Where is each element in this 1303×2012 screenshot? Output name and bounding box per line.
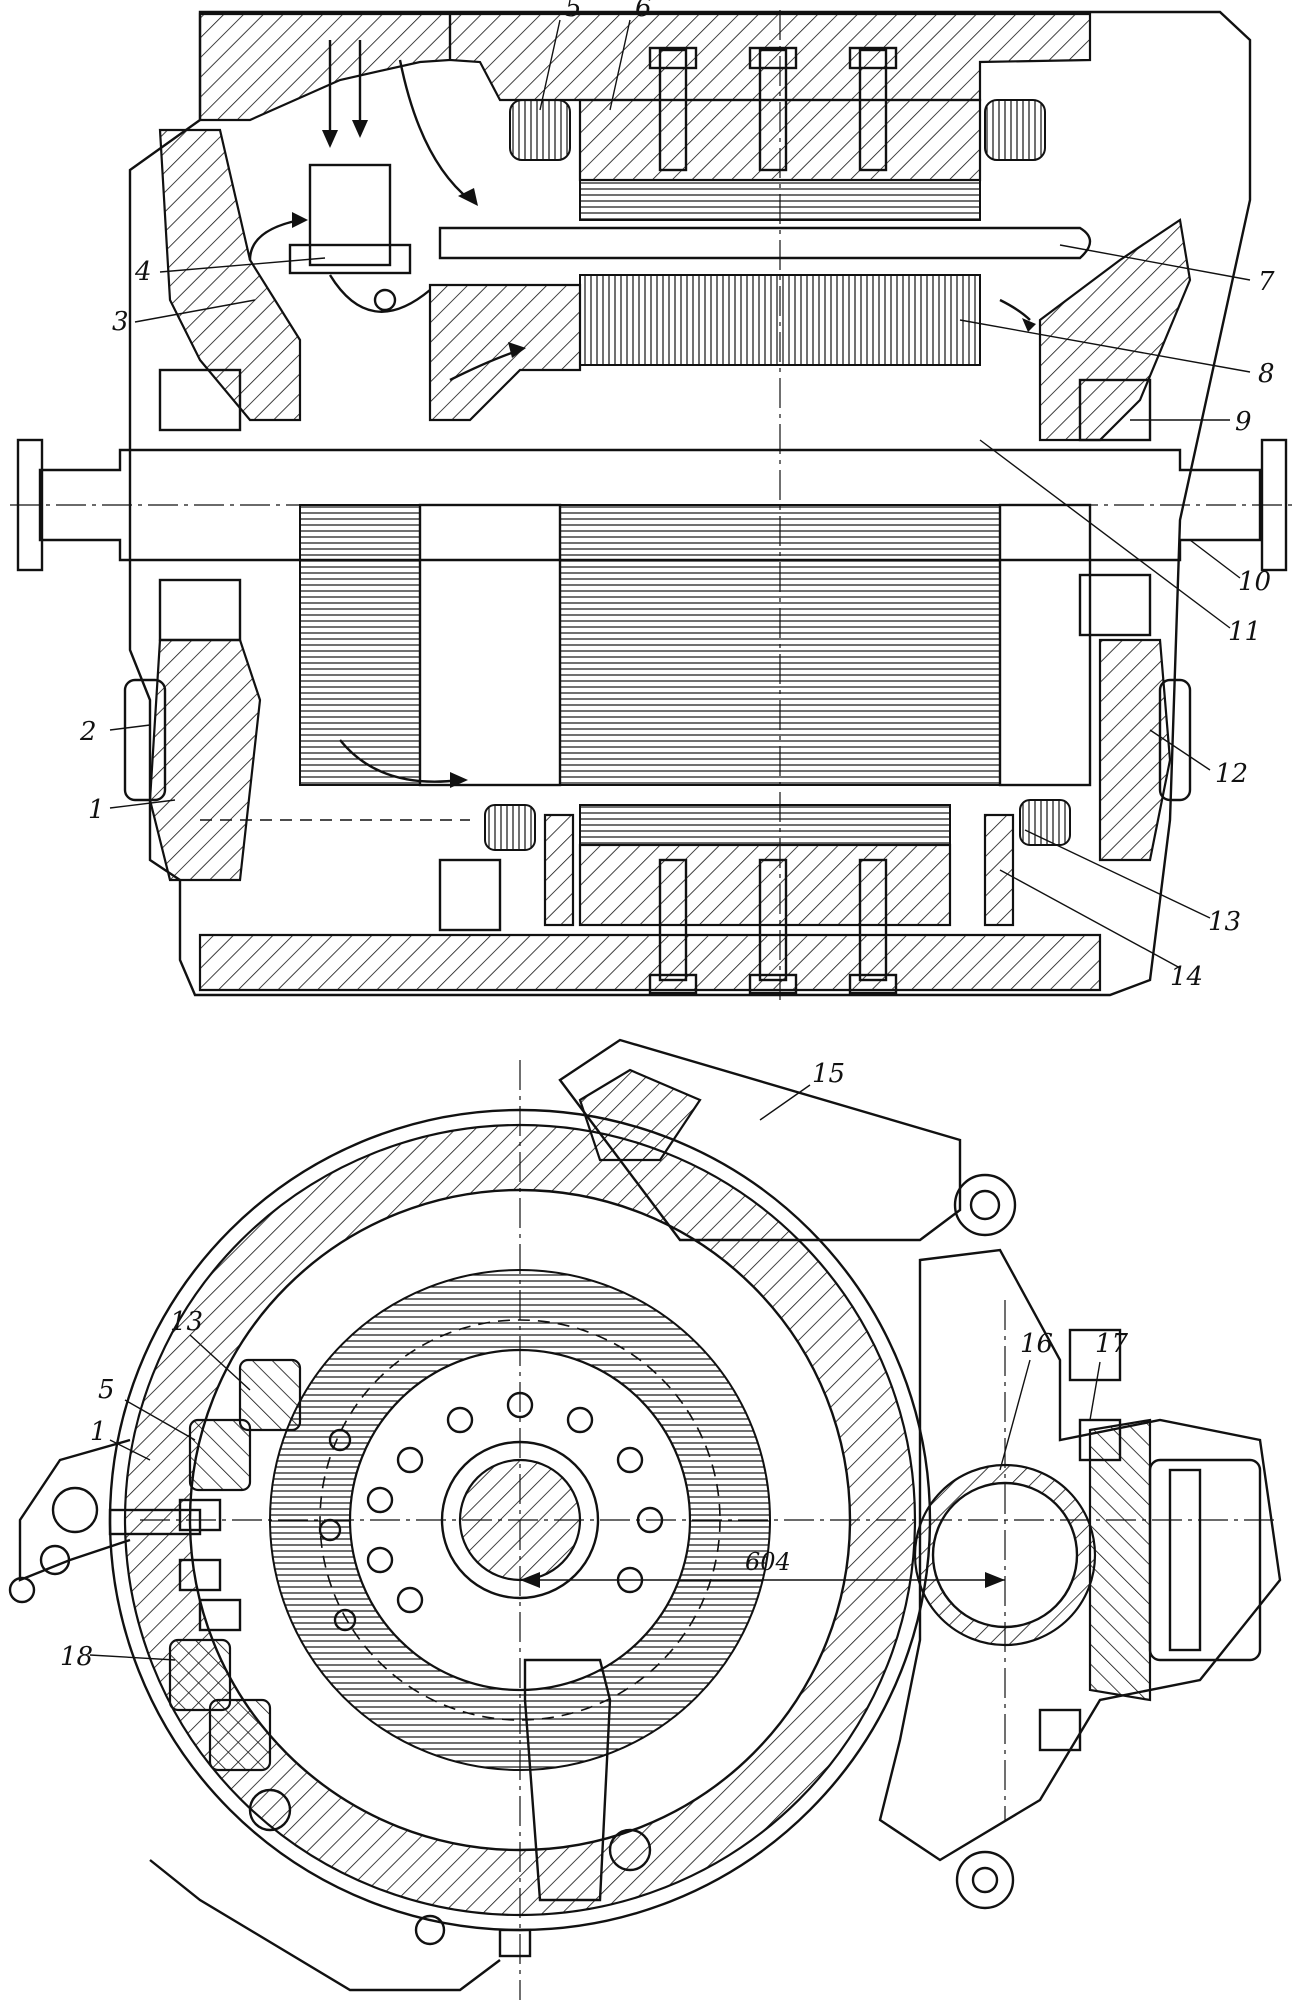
frame-bottom-wall	[198, 933, 1102, 992]
labels-bottom: 15 16 17 13 5 1 18 604	[60, 1059, 1129, 1672]
bearing-shield-right-bottom	[1098, 638, 1172, 862]
brush-holders-left	[168, 1358, 302, 1772]
field-coil-bottom-left	[484, 804, 536, 851]
callout-6: 6	[635, 0, 652, 23]
frame-bolt-left	[108, 1508, 202, 1536]
coil-frame-bottom-right	[983, 813, 1015, 927]
brush-holder	[288, 163, 431, 313]
dimension-arrow-right	[985, 1572, 1005, 1588]
callout-13: 13	[1208, 907, 1241, 937]
pole-bolts-top	[648, 46, 898, 172]
armature-core	[559, 504, 1001, 786]
cover-left	[123, 678, 167, 802]
callout-1-bottom: 1	[90, 1417, 107, 1447]
callout-1: 1	[88, 795, 105, 825]
lubricator-wick	[1168, 1468, 1202, 1652]
frame-top-left	[198, 12, 452, 122]
lubricator-box	[1148, 1458, 1262, 1662]
field-coil-top-right	[984, 99, 1046, 161]
armature-winding-top	[438, 226, 1092, 260]
oil-fitting	[1068, 1328, 1122, 1382]
callout-15: 15	[812, 1059, 845, 1089]
bearing-shield-left-bottom	[148, 638, 262, 882]
dimension-label: 604	[745, 1548, 791, 1576]
cross-section-view	[8, 1038, 1282, 2000]
callout-11: 11	[1228, 617, 1261, 647]
field-coil-top-left	[509, 99, 571, 161]
commutator	[299, 504, 421, 786]
terminal-box-bottom	[438, 858, 502, 932]
drain-plug	[498, 1928, 532, 1958]
bracket-section	[578, 1068, 702, 1162]
dimension-arrow-left	[520, 1572, 540, 1588]
armature-winding-end	[418, 503, 562, 787]
shaft	[38, 448, 1262, 562]
callout-leaders-bottom	[89, 1084, 1101, 1661]
cover-right	[1158, 678, 1192, 802]
nut-upper	[1078, 1418, 1122, 1462]
callout-14: 14	[1170, 962, 1203, 992]
callout-13-bottom: 13	[170, 1307, 203, 1337]
coil-frame-bottom-left	[543, 813, 575, 927]
axle-cap-section	[1088, 1418, 1152, 1702]
callout-17: 17	[1095, 1329, 1129, 1359]
callout-2: 2	[79, 717, 97, 747]
callout-18: 18	[60, 1642, 93, 1672]
airflow-arrows	[248, 40, 1036, 788]
callout-12: 12	[1215, 759, 1248, 789]
callout-9: 9	[1235, 407, 1252, 437]
main-pole-bottom	[578, 843, 952, 927]
ventilation-holes	[318, 1391, 664, 1632]
frame-top-wall	[448, 12, 1092, 102]
callout-3: 3	[112, 307, 129, 337]
inspection-cover	[523, 1658, 612, 1902]
bearing-shield-right	[1038, 218, 1192, 442]
lower-lug-hole	[955, 1850, 1015, 1910]
callout-10: 10	[1238, 567, 1271, 597]
callout-8: 8	[1258, 359, 1275, 389]
callout-4: 4	[134, 257, 152, 287]
frame-outline	[128, 10, 1252, 997]
labels-top: 5 6 4 3 7 8 9 10 11 2 12 1 13 14	[79, 0, 1275, 992]
callout-5: 5	[565, 0, 582, 23]
nut-lower	[1038, 1708, 1082, 1752]
longitudinal-section	[10, 10, 1295, 1000]
bracket-pin	[953, 1173, 1017, 1237]
field-coil-bottom-right	[1019, 799, 1071, 846]
callout-16: 16	[1020, 1329, 1053, 1359]
armature-support-left	[428, 283, 582, 422]
frame-skid	[149, 1859, 501, 1992]
pole-bolts-bottom	[648, 858, 898, 995]
callout-leaders-top	[109, 19, 1251, 969]
armature-winding-end-right	[998, 503, 1092, 787]
frame-lug-left	[18, 1438, 131, 1582]
callout-7: 7	[1258, 267, 1275, 297]
bracket-arm	[558, 1038, 962, 1242]
bearing-shield-left	[158, 128, 302, 422]
callout-5-bottom: 5	[98, 1375, 115, 1405]
pole-shoe-bottom	[579, 804, 951, 846]
